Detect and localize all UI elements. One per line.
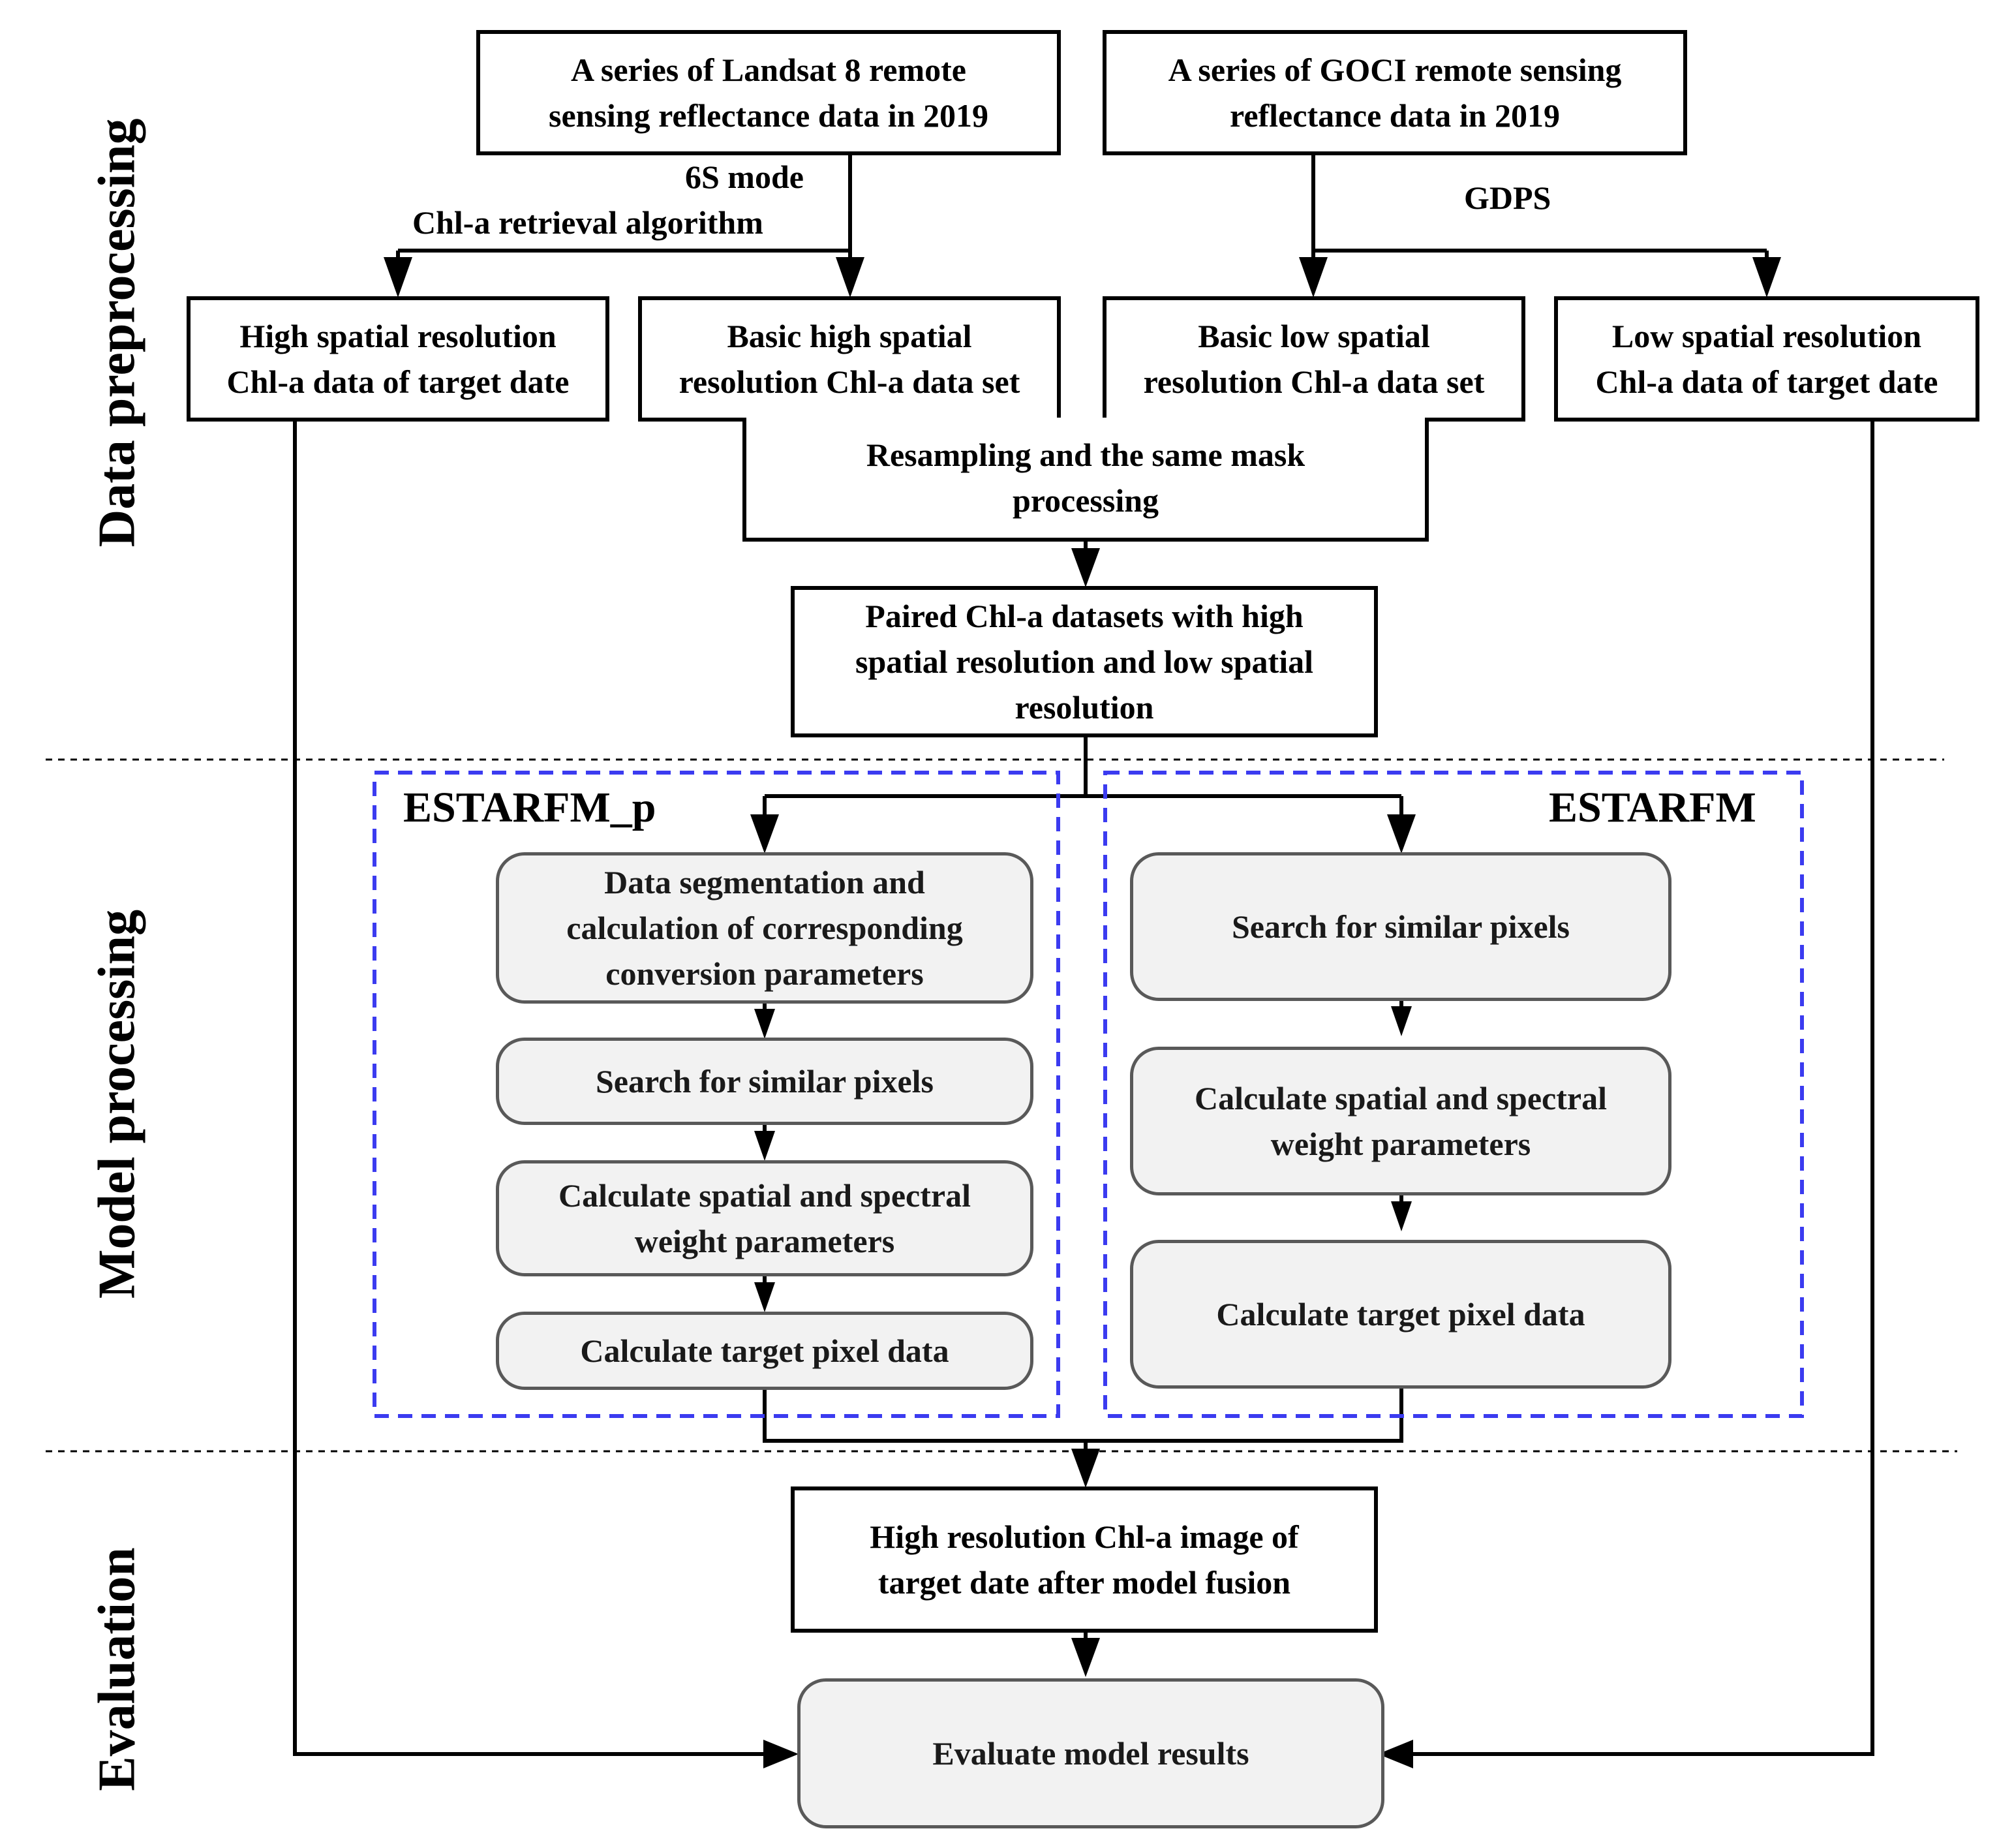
paired-datasets-box: Paired Chl-a datasets with high spatial …: [791, 586, 1378, 737]
arrowhead: [1752, 257, 1781, 298]
estarfm-step-target-pixel: Calculate target pixel data: [1130, 1240, 1671, 1389]
connector-landsat-split: [396, 154, 852, 287]
estarfm-p-step-segmentation: Data segmentation and calculation of cor…: [496, 852, 1033, 1004]
arrowhead: [836, 257, 864, 298]
arrowhead: [1391, 1201, 1412, 1231]
estarfm-group-border: [1103, 771, 1804, 1418]
estarfm-p-group-border: [373, 771, 1060, 1418]
resampling-box: Resampling and the same mask processing: [742, 418, 1429, 542]
arrowhead: [750, 814, 779, 854]
arrowhead: [1387, 814, 1416, 854]
arrowhead: [1071, 548, 1100, 587]
arrowheads: [384, 257, 1781, 1768]
connector-high-target-evaluate: [293, 420, 783, 1756]
low-target-date-box: Low spatial resolution Chl-a data of tar…: [1554, 296, 1979, 422]
section-model-processing: Model processing: [88, 909, 146, 1299]
arrowhead: [754, 1131, 775, 1161]
connector-low-target-evaluate: [1394, 420, 1874, 1756]
arrowhead: [1391, 1006, 1412, 1036]
connector-goci-split: [1311, 154, 1769, 287]
estarfm-p-step-similar-pixels: Search for similar pixels: [496, 1038, 1033, 1125]
arrowhead: [1071, 1638, 1100, 1677]
dashed-groups: [373, 771, 1804, 1418]
arrowhead: [754, 1009, 775, 1039]
basic-low-dataset-box: Basic low spatial resolution Chl-a data …: [1103, 296, 1525, 422]
chl-retrieval-algorithm-label: Chl-a retrieval algorithm: [412, 204, 763, 241]
estarfm-p-step-target-pixel: Calculate target pixel data: [496, 1312, 1033, 1390]
arrowhead: [1299, 257, 1328, 298]
estarfm-p-step-weights: Calculate spatial and spectral weight pa…: [496, 1160, 1033, 1276]
section-evaluation: Evaluation: [88, 1547, 146, 1791]
high-target-date-box: High spatial resolution Chl-a data of ta…: [187, 296, 609, 422]
arrowhead: [763, 1740, 799, 1768]
fusion-result-box: High resolution Chl-a image of target da…: [791, 1486, 1378, 1633]
connector-paired-split: [763, 735, 1403, 835]
arrowhead: [1378, 1740, 1413, 1768]
section-dividers: [46, 758, 1957, 1453]
estarfm-step-similar-pixels: Search for similar pixels: [1130, 852, 1671, 1001]
arrowhead: [754, 1282, 775, 1312]
estarfm-title: ESTARFM: [1549, 784, 1756, 831]
goci-source-box: A series of GOCI remote sensing reflecta…: [1103, 30, 1687, 155]
landsat-source-box: A series of Landsat 8 remote sensing ref…: [476, 30, 1061, 155]
section-data-preprocessing: Data preprocessing: [88, 118, 146, 547]
arrowhead: [384, 257, 412, 298]
arrowhead: [1071, 1449, 1100, 1488]
basic-high-dataset-box: Basic high spatial resolution Chl-a data…: [638, 296, 1061, 422]
estarfm-p-title: ESTARFM_p: [403, 784, 656, 831]
evaluate-results-box: Evaluate model results: [797, 1678, 1384, 1828]
gdps-label: GDPS: [1464, 179, 1551, 216]
six-s-mode-label: 6S mode: [685, 159, 804, 195]
estarfm-step-weights: Calculate spatial and spectral weight pa…: [1130, 1047, 1671, 1195]
